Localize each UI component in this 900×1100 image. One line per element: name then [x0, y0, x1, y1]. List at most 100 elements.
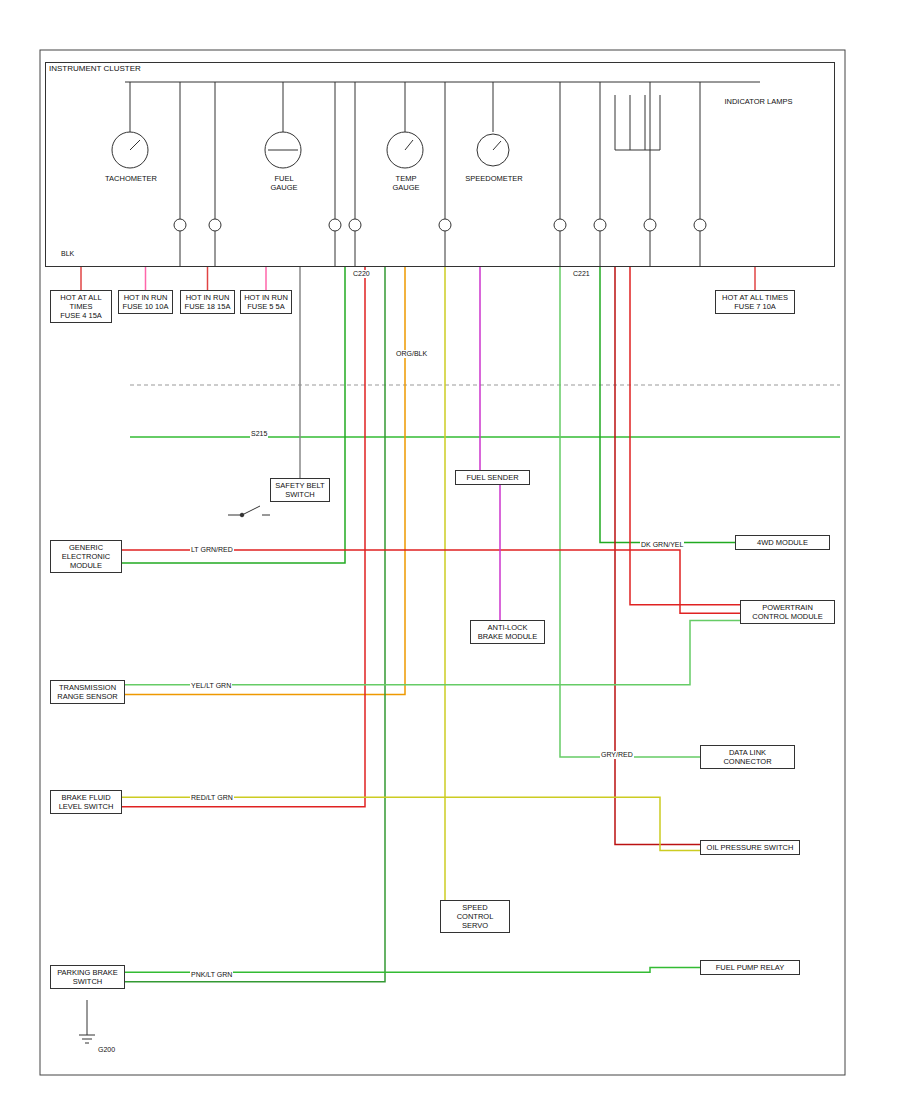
- switch-box: SAFETY BELT SWITCH: [270, 478, 330, 502]
- switch-box: OIL PRESSURE SWITCH: [700, 840, 800, 855]
- lamp-bulbs: [174, 219, 706, 231]
- lamp-bulb: [209, 219, 221, 231]
- wire-connector: [630, 267, 740, 605]
- gauge-label: SPEEDOMETER: [463, 173, 525, 184]
- node-text: TRANSMISSION RANGE SENSOR: [54, 683, 121, 701]
- node-text: FUSE 10 10A: [122, 302, 169, 311]
- ground-symbol: [79, 1000, 95, 1043]
- shield-wire: [130, 385, 840, 386]
- lamp-bulb: [174, 219, 186, 231]
- module-box: GENERIC ELECTRONIC MODULE: [50, 540, 122, 573]
- node-text: TACHOMETER: [103, 174, 159, 183]
- module-box: 4WD MODULE: [735, 535, 830, 550]
- wire-connector: [754, 267, 756, 290]
- lamp-group: [615, 95, 660, 150]
- node-text: SPEED CONTROL SERVO: [444, 903, 506, 930]
- connector-box: DATA LINK CONNECTOR: [700, 745, 795, 769]
- lamp-return: [180, 231, 700, 267]
- wire-connector: [479, 267, 481, 470]
- switch-pivot: [240, 513, 244, 517]
- node-text: FUEL SENDER: [459, 473, 526, 482]
- node-text: FUSE 7 10A: [719, 302, 791, 311]
- sender-box: FUEL SENDER: [455, 470, 530, 485]
- node-text: HOT AT ALL TIMES: [719, 293, 791, 302]
- lamp-bulb: [554, 219, 566, 231]
- switch-box: PARKING BRAKE SWITCH: [50, 965, 125, 989]
- node-text: ANTI-LOCK BRAKE MODULE: [474, 623, 541, 641]
- node-text: DATA LINK CONNECTOR: [704, 748, 791, 766]
- gauge-label: TACHOMETER: [101, 173, 161, 184]
- wire-label: YEL/LT GRN: [190, 682, 232, 690]
- lamp-label: INDICATOR LAMPS: [716, 96, 801, 107]
- node-text: 4WD MODULE: [739, 538, 826, 547]
- lamp-bulb: [439, 219, 451, 231]
- wire-label: S215: [250, 430, 268, 438]
- cluster-bus: [125, 82, 760, 83]
- wire-connector: [499, 485, 501, 620]
- fuse-box: HOT AT ALL TIMESFUSE 4 15A: [50, 290, 112, 323]
- wire-connector: [125, 620, 740, 684]
- bus-wire: [130, 436, 840, 438]
- node-text: FUSE 18 15A: [184, 302, 231, 311]
- wire-connector: [145, 267, 147, 290]
- wire-connector: [125, 267, 385, 982]
- wire-label: ORG/BLK: [395, 350, 428, 358]
- wire-label: RED/LT GRN: [190, 794, 234, 802]
- gauge-feed: [130, 82, 493, 132]
- instrument-cluster: INSTRUMENT CLUSTER TACHOMETER FUEL GAUGE TE…: [45, 62, 835, 267]
- node-text: GENERIC ELECTRONIC MODULE: [54, 543, 118, 570]
- node-text: HOT IN RUN: [244, 293, 288, 302]
- gauge-symbols: [112, 132, 509, 168]
- wire-connector: [444, 267, 446, 900]
- wire-connector: [125, 267, 405, 694]
- wire-label: DK GRN/YEL: [640, 541, 684, 549]
- wire-label: PNK/LT GRN: [190, 971, 233, 979]
- wire-connector: [80, 267, 82, 290]
- lamp-bulb: [329, 219, 341, 231]
- node-text: FUEL PUMP RELAY: [704, 963, 796, 972]
- relay-box: FUEL PUMP RELAY: [700, 960, 800, 975]
- wire-label: G200: [97, 1046, 116, 1054]
- sensor-box: TRANSMISSION RANGE SENSOR: [50, 680, 125, 704]
- ground-symbol: [79, 1000, 95, 1043]
- node-text: OIL PRESSURE SWITCH: [704, 843, 796, 852]
- fuse-box: HOT AT ALL TIMESFUSE 7 10A: [715, 290, 795, 314]
- fuse-box: HOT IN RUNFUSE 5 5A: [240, 290, 292, 314]
- module-box: ANTI-LOCK BRAKE MODULE: [470, 620, 545, 644]
- wire-connector: [265, 267, 267, 290]
- wire-connector: [299, 267, 301, 478]
- gauge-label: FUEL GAUGE: [259, 173, 309, 193]
- node-text: HOT AT ALL TIMES: [54, 293, 108, 311]
- wire-connector: [122, 550, 740, 613]
- lamp-bulb: [349, 219, 361, 231]
- wire-connector: [122, 267, 365, 807]
- switch-box: BRAKE FLUID LEVEL SWITCH: [50, 790, 122, 814]
- node-text: FUEL GAUGE: [261, 174, 307, 192]
- lamp-bulb: [694, 219, 706, 231]
- node-text: POWERTRAIN CONTROL MODULE: [744, 603, 831, 621]
- module-box: POWERTRAIN CONTROL MODULE: [740, 600, 835, 624]
- lamp-bulb: [644, 219, 656, 231]
- node-text: HOT IN RUN: [184, 293, 231, 302]
- node-text: TEMP GAUGE: [383, 174, 429, 192]
- cluster-wiring: [125, 82, 760, 267]
- lamp-bulb: [594, 219, 606, 231]
- lamp-feed: [180, 82, 700, 219]
- wire-label: C221: [572, 270, 591, 278]
- node-text: PARKING BRAKE SWITCH: [54, 968, 121, 986]
- fuse-box: HOT IN RUNFUSE 18 15A: [180, 290, 235, 314]
- wire-label: BLK: [60, 250, 75, 258]
- wire-connector: [560, 267, 700, 757]
- gauge-label: TEMP GAUGE: [381, 173, 431, 193]
- node-text: SAFETY BELT SWITCH: [274, 481, 326, 499]
- wire-label: LT GRN/RED: [190, 546, 234, 554]
- switch-contact: [228, 506, 270, 515]
- gauge-needle: [130, 140, 501, 150]
- wire-connector: [207, 267, 209, 290]
- node-text: FUSE 5 5A: [244, 302, 288, 311]
- page-frame: [40, 50, 845, 1075]
- node-text: INSTRUMENT CLUSTER: [46, 63, 144, 75]
- switch-symbol: [228, 506, 270, 517]
- node-text: INDICATOR LAMPS: [718, 97, 799, 106]
